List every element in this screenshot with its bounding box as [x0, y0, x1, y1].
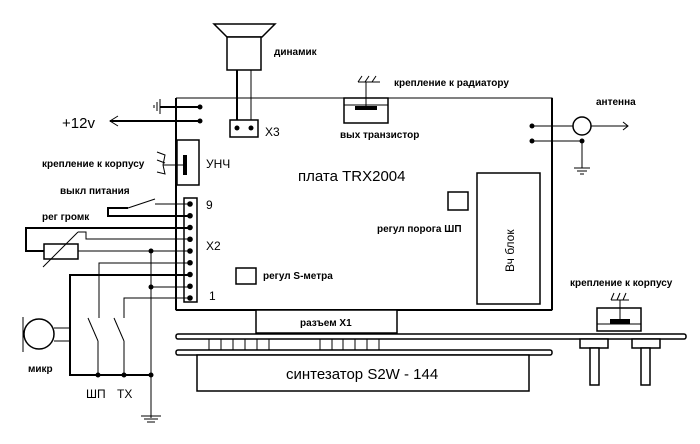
junction-node — [95, 372, 101, 378]
rf-block-label: Вч блок — [503, 229, 517, 272]
transistor-heatsink-pad — [355, 106, 377, 110]
power-arrow-icon — [109, 115, 119, 127]
junction-node — [148, 248, 154, 254]
potentiometer-wiper — [42, 231, 79, 268]
chassis-mount: крепление к корпусу — [570, 278, 673, 386]
squelch-button-label: ШП — [86, 387, 106, 401]
antenna-pin — [529, 123, 535, 129]
speaker-magnet — [226, 36, 262, 71]
volume-wire-b — [78, 231, 190, 240]
connector-x1-pins — [208, 339, 380, 350]
standoff-post — [640, 347, 651, 386]
chassis-mount-pad — [610, 319, 630, 324]
amplifier-mount-label: крепление к корпусу — [42, 159, 145, 170]
audio-amplifier: крепление к корпусу УНЧ — [42, 139, 230, 186]
connector-x1: разъем X1 — [255, 309, 398, 334]
connector-x3-body — [229, 119, 259, 138]
junction-node — [121, 372, 127, 378]
chassis-hatch-icon — [610, 292, 615, 301]
radiator-hatch — [371, 75, 377, 83]
connector-x3-pin — [234, 125, 240, 131]
standoff-cap — [579, 338, 609, 349]
microphone-label: микр — [28, 364, 53, 375]
rf-block: Вч блок — [476, 172, 541, 305]
output-transistor-label: вых транзистор — [340, 130, 419, 141]
s-meter-trimmer[interactable] — [235, 267, 257, 285]
ground-icon — [574, 167, 590, 175]
mic-ptt-wiring: ШП TX — [69, 248, 190, 423]
potentiometer-body — [43, 243, 79, 260]
synthesizer-label: синтезатор S2W - 144 — [286, 366, 438, 383]
volume-wire-a — [25, 227, 190, 252]
common-wire — [69, 328, 151, 376]
antenna-connection: антенна — [529, 97, 636, 175]
speaker-label: динамик — [274, 47, 318, 58]
chassis-hatch-icon — [616, 292, 621, 301]
main-board-label: плата TRX2004 — [298, 168, 405, 185]
connector-x3-label: X3 — [265, 125, 280, 139]
power-pin — [197, 118, 203, 124]
antenna-label: антенна — [596, 97, 636, 108]
chassis-hatch-icon — [622, 292, 627, 301]
power-label: +12v — [62, 115, 95, 132]
tx-wire — [123, 297, 190, 318]
connector-x1-body — [255, 309, 398, 334]
radiator-mount-label: крепление к радиатору — [394, 78, 509, 89]
ground-icon — [141, 415, 161, 423]
switch-contact — [127, 198, 156, 209]
amplifier-box — [176, 139, 200, 186]
ground-icon — [153, 99, 161, 114]
junction-node — [148, 372, 154, 378]
connector-x1-label: разъем X1 — [300, 318, 352, 329]
mic-wire — [69, 274, 190, 328]
connector-x2-pin — [187, 283, 193, 290]
standoff-post — [589, 347, 600, 386]
volume-control: рег громк — [25, 212, 190, 268]
connector-x2-pin-9: 9 — [206, 198, 213, 212]
connector-x2-label: X2 — [206, 239, 221, 253]
chassis-hatch-icon — [156, 159, 166, 164]
speaker-cone — [212, 23, 277, 38]
speaker: динамик — [212, 23, 318, 128]
s-meter-adjust: регул S-метра — [235, 267, 333, 285]
synthesizer-body — [196, 354, 530, 392]
tx-button-label: TX — [117, 387, 132, 401]
power-input: +12v — [62, 99, 203, 132]
standoff-cap — [631, 338, 661, 349]
coax-symbol-icon — [572, 116, 592, 136]
chassis-hatch-icon — [156, 164, 166, 175]
microphone: микр — [22, 317, 70, 375]
antenna-shield-pin — [529, 138, 535, 144]
output-transistor: крепление к радиатору вых транзистор — [340, 75, 509, 141]
chassis-mount-label: крепление к корпусу — [570, 278, 673, 289]
connector-x3: X3 — [229, 119, 280, 139]
radiator-hatch — [364, 75, 370, 83]
s-meter-adjust-label: регул S-метра — [263, 271, 333, 282]
microphone-icon — [23, 318, 55, 350]
antenna-arrow-icon — [622, 121, 629, 131]
chassis-hatch-icon — [156, 151, 166, 166]
upper-chassis-rail — [175, 333, 687, 340]
radiator-hatch — [357, 75, 363, 83]
squelch-button-contact — [87, 317, 99, 342]
squelch-adjust-label: регул порога ШП — [377, 224, 462, 235]
rf-block-box — [476, 172, 541, 305]
connector-x2-pin-1: 1 — [209, 289, 216, 303]
switch-return-wire — [107, 207, 190, 217]
squelch-wire — [98, 262, 190, 318]
ground-pin — [197, 104, 203, 110]
connector-x3-pin — [248, 125, 254, 131]
squelch-trimmer[interactable] — [447, 191, 469, 211]
volume-control-label: рег громк — [42, 212, 90, 223]
power-switch: выкл питания — [60, 186, 190, 217]
power-switch-label: выкл питания — [60, 186, 130, 197]
squelch-adjust: регул порога ШП — [377, 191, 469, 235]
synthesizer-board: синтезатор S2W - 144 — [175, 333, 687, 392]
tx-button-contact — [113, 317, 125, 342]
amplifier-label: УНЧ — [206, 157, 230, 171]
amplifier-chip — [183, 155, 187, 175]
